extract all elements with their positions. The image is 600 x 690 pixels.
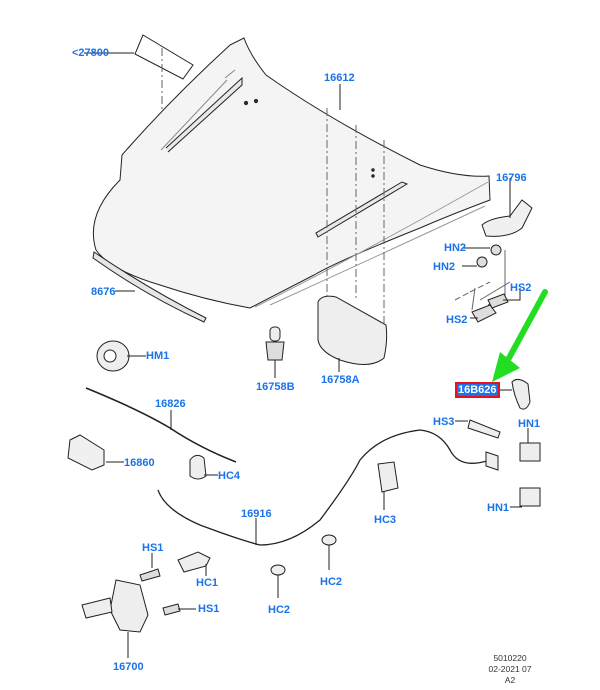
- callout-hs3: HS3: [433, 416, 455, 428]
- callout-hs2: HS2: [446, 314, 468, 326]
- callout-16612: 16612: [324, 72, 355, 84]
- callout-16796: 16796: [496, 172, 527, 184]
- hood-bump-stop-part: [265, 326, 285, 378]
- highlight-arrow: [492, 289, 548, 382]
- bolt-hs3-part: [455, 419, 501, 439]
- hood-release-handle-part: [494, 378, 531, 410]
- callout-hc2: HC2: [320, 576, 343, 588]
- clip-hc3-part: [377, 461, 399, 510]
- callout-hc2: HC2: [268, 604, 291, 616]
- clip-hc4-part: [189, 454, 218, 480]
- diagram-reference: 5010220: [493, 653, 527, 663]
- bracket-part: [67, 434, 124, 471]
- diagram-date: 02-2021 07: [488, 664, 532, 674]
- callout-hs2: HS2: [510, 282, 532, 294]
- clip-hc2-part: [270, 534, 337, 598]
- front-seal-part: [92, 251, 207, 323]
- callout-hc4: HC4: [218, 470, 241, 482]
- hood-panel-part: [92, 37, 491, 325]
- insulator-pad-part: [317, 295, 388, 372]
- hinge-part: [454, 178, 533, 323]
- callout-hs1: HS1: [142, 542, 164, 554]
- callout-8676: 8676: [91, 286, 116, 298]
- callout-27800: <27800: [72, 47, 110, 59]
- callout-hs1: HS1: [198, 603, 220, 615]
- callout-16826: 16826: [155, 398, 186, 410]
- prop-rod-part: [85, 387, 237, 463]
- callout-hm1: HM1: [146, 350, 170, 362]
- callout-16758a: 16758A: [321, 374, 360, 386]
- callout-hc1: HC1: [196, 577, 219, 589]
- nut-hn1-part: [485, 428, 541, 508]
- callout-hc3: HC3: [374, 514, 397, 526]
- callout-16700: 16700: [113, 661, 144, 673]
- callout-16b626-highlighted: 16B626: [455, 382, 500, 398]
- callout-hn1: HN1: [518, 418, 541, 430]
- grommet-part: [96, 340, 146, 372]
- callout-hn2: HN2: [444, 242, 467, 254]
- clip-hc1-part: [177, 551, 211, 576]
- callout-16860: 16860: [124, 457, 155, 469]
- callout-hn1: HN1: [487, 502, 510, 514]
- hood-latch-part: [81, 553, 196, 658]
- callout-hn2: HN2: [433, 261, 456, 273]
- diagram-footer: 5010220 02-2021 07 A2: [470, 653, 550, 686]
- callout-16758b: 16758B: [256, 381, 295, 393]
- release-cable-part: [157, 429, 491, 546]
- callout-16916: 16916: [241, 508, 272, 520]
- windshield-tape-part: [84, 34, 194, 270]
- diagram-sheet: A2: [504, 675, 516, 685]
